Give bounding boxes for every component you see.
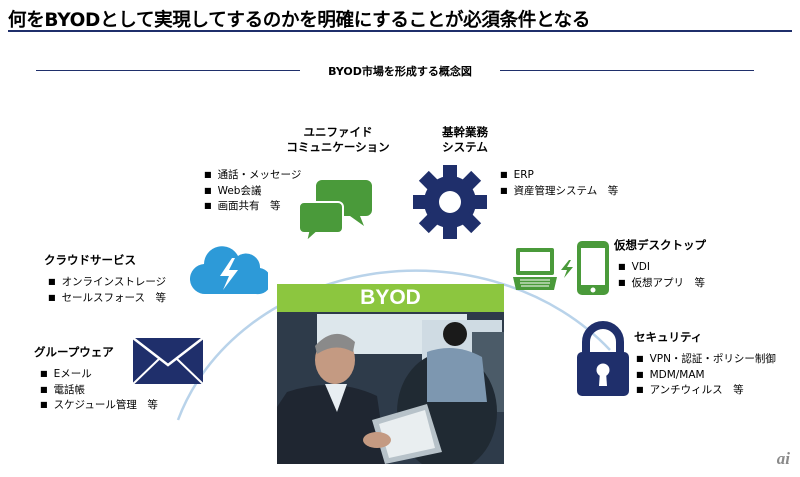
list-item: 通話・メッセージ [204,168,302,184]
byod-photo [277,312,504,464]
concept-rule-left [36,70,304,71]
cloud-lightning-icon [190,246,268,295]
list-item: 画面共有 等 [204,199,301,215]
unified-comm-title-line2: コミュニケーション [286,140,390,154]
groupware-items: Eメール 電話帳 スケジュール管理 等 [40,367,158,414]
virtual-desktop-items: VDI 仮想アプリ 等 [618,260,706,292]
security-items: VPN・認証・ポリシー制御 MDM/MAM アンチウィルス 等 [636,352,776,399]
concept-rule-right [496,70,754,71]
list-item: Web会議 [204,184,301,200]
unified-comm-title: ユニファイド コミュニケーション [278,125,398,155]
chat-bubbles-icon [298,180,372,245]
unified-comm-title-line1: ユニファイド [303,125,373,139]
list-item: VPN・認証・ポリシー制御 [636,352,776,368]
wireless-signal-icon [561,260,573,278]
list-item: アンチウィルス 等 [636,383,776,399]
page-title: 何をBYODとして実現してするのかを明確にすることが必須条件となる [8,10,591,31]
core-system-title-line1: 基幹業務 [442,125,488,139]
cloud-items: オンラインストレージ セールスフォース 等 [48,275,167,307]
virtual-desktop-title: 仮想デスクトップ [614,238,706,252]
gear-icon [413,165,487,239]
title-divider [8,30,792,32]
core-system-title: 基幹業務 システム [420,125,510,155]
concept-label: BYOD市場を形成する概念図 [300,63,500,79]
unified-comm-items: 通話・メッセージ Web会議 画面共有 等 [204,168,302,215]
list-item: VDI [618,260,705,276]
core-system-items: ERP 資産管理システム 等 [500,168,619,200]
smartphone-icon [577,241,609,295]
cloud-title: クラウドサービス [44,253,136,267]
groupware-title: グループウェア [34,345,114,359]
list-item: ERP [500,168,618,184]
list-item: 電話帳 [40,383,158,399]
list-item: 仮想アプリ 等 [618,276,706,292]
list-item: Eメール [40,367,158,383]
list-item: スケジュール管理 等 [40,398,158,414]
watermark-logo: ai [776,449,790,468]
envelope-icon [132,337,204,385]
core-system-title-line2: システム [442,140,488,154]
laptop-icon [513,248,557,290]
list-item: MDM/MAM [636,368,776,384]
list-item: オンラインストレージ [48,275,167,291]
padlock-icon [577,321,629,396]
list-item: 資産管理システム 等 [500,184,619,200]
byod-label: BYOD [277,284,504,312]
security-title: セキュリティ [634,330,703,344]
list-item: セールスフォース 等 [48,291,166,307]
